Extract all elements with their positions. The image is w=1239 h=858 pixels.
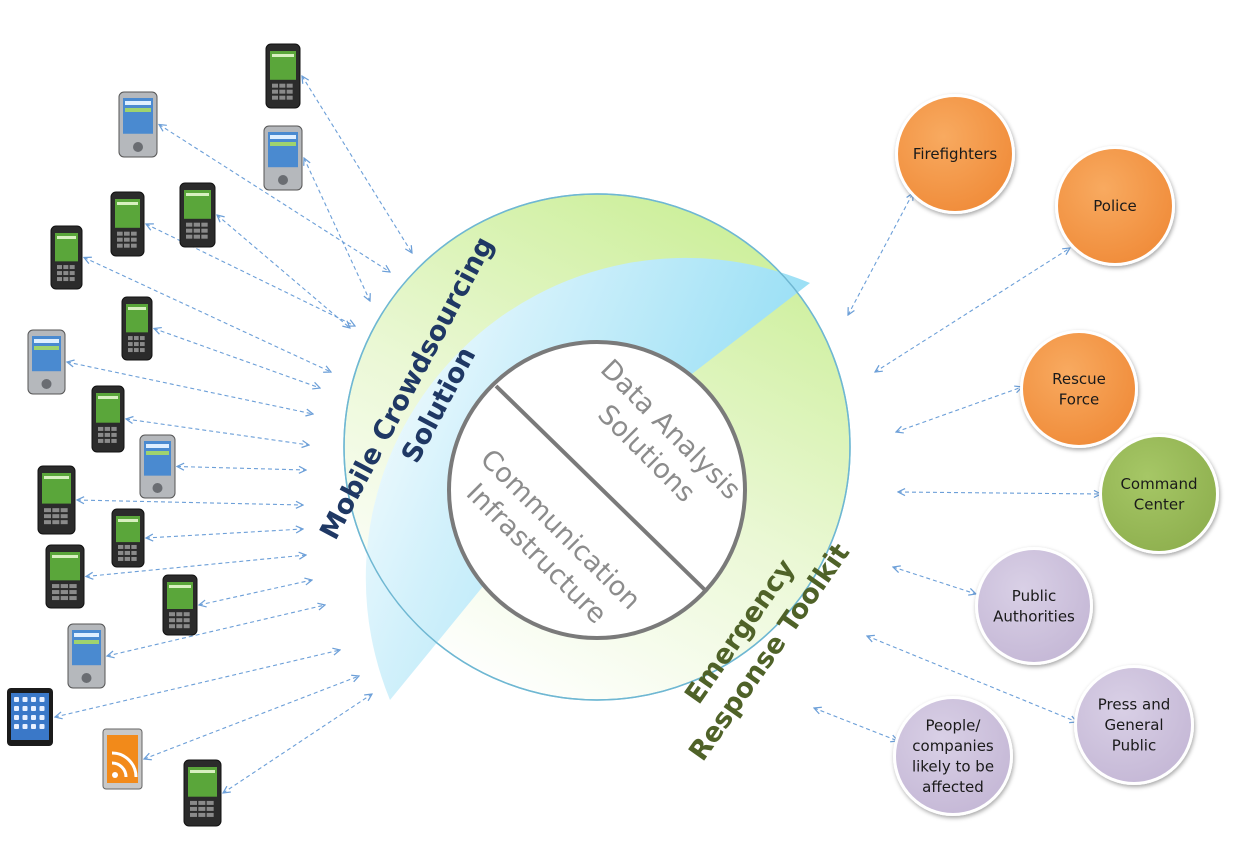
connector-device-pda-4 <box>177 467 306 471</box>
connector-device-phone-8 <box>86 555 306 577</box>
connector-command-center <box>898 492 1101 494</box>
node-label-public-authorities-0: Public <box>1012 587 1056 605</box>
mobile-devices <box>7 43 303 827</box>
connector-device-phone-6 <box>77 500 303 505</box>
core-divider <box>494 384 709 594</box>
node-label-command-center-1: Center <box>1134 495 1185 513</box>
connector-press-general-public <box>867 636 1077 722</box>
node-label-press-general-public-2: Public <box>1112 737 1156 755</box>
pda-icon <box>118 91 158 158</box>
core-circle <box>447 340 747 640</box>
connector-device-pda-2 <box>304 158 370 301</box>
node-label-people-companies-2: likely to be <box>912 757 994 775</box>
connector-firefighters <box>848 193 913 315</box>
connector-rescue-force <box>896 387 1022 432</box>
connector-police <box>875 248 1070 372</box>
node-label-press-general-public-0: Press and <box>1098 696 1170 714</box>
smartphone-icon <box>91 385 125 453</box>
connector-device-phone-2 <box>217 215 350 328</box>
smartphone-icon <box>111 508 145 568</box>
connector-device-phone-3 <box>84 258 331 373</box>
connector-device-phone-1 <box>146 224 355 326</box>
connector-people-companies <box>814 708 898 741</box>
node-police[interactable]: Police <box>1055 146 1175 266</box>
connector-device-pda-1 <box>159 125 390 273</box>
connector-device-phone-9 <box>199 580 312 605</box>
pda-icon <box>139 434 176 499</box>
node-label-firefighters-0: Firefighters <box>913 145 998 163</box>
stakeholder-nodes: FirefightersPoliceRescueForceCommandCent… <box>893 94 1219 816</box>
smartphone-icon <box>37 465 76 535</box>
node-label-police-0: Police <box>1093 197 1137 215</box>
ring-segment-crowdsourcing <box>365 257 810 700</box>
smartphone-icon <box>265 43 301 109</box>
tablet-icon <box>7 688 53 746</box>
node-label-rescue-force-1: Force <box>1059 390 1100 408</box>
connector-device-phone-5 <box>126 419 309 445</box>
node-label-people-companies-3: affected <box>922 778 984 796</box>
node-label-public-authorities-1: Authorities <box>993 607 1075 625</box>
node-label-people-companies-0: People/ <box>926 716 982 734</box>
pda-icon <box>263 125 303 191</box>
smartphone-icon <box>179 182 216 248</box>
smartphone-icon <box>50 225 83 290</box>
node-label-people-companies-1: companies <box>912 737 994 755</box>
node-label-rescue-force-0: Rescue <box>1052 370 1106 388</box>
connector-device-phone-7 <box>146 529 303 538</box>
connector-device-rss-tablet <box>144 676 359 759</box>
smartphone-icon <box>121 296 153 361</box>
node-firefighters[interactable]: Firefighters <box>895 94 1015 214</box>
smartphone-icon <box>45 544 85 609</box>
smartphone-icon <box>110 191 145 257</box>
node-label-command-center-0: Command <box>1120 475 1197 493</box>
connector-lines <box>55 76 1101 793</box>
pda-icon <box>27 329 66 395</box>
node-people-companies[interactable]: People/companies likely to be affected <box>893 696 1013 816</box>
connector-device-pda-5 <box>107 605 325 656</box>
connector-device-phone-4 <box>154 329 320 389</box>
rss-icon <box>102 728 143 790</box>
connector-public-authorities <box>893 567 976 594</box>
smartphone-icon <box>183 759 222 827</box>
node-label-press-general-public-1: General <box>1104 716 1163 734</box>
smartphone-icon <box>162 574 198 636</box>
pda-icon <box>67 623 106 689</box>
connector-device-phone-10 <box>223 694 372 793</box>
